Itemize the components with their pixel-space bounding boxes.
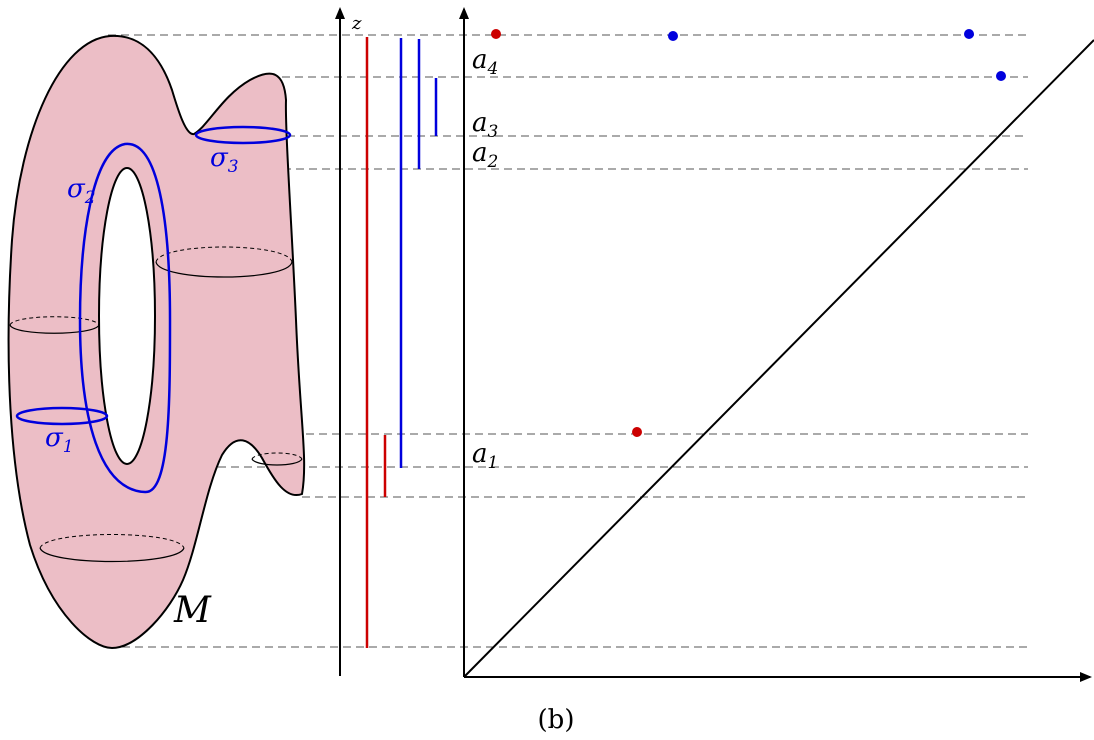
- point-blue-2: [964, 29, 974, 39]
- cross-section-right-lower-front: [251, 458, 303, 466]
- cross-section-left-mid-front: [9, 324, 100, 334]
- cross-section-right-lower: [251, 452, 303, 460]
- point-blue-1: [668, 31, 678, 41]
- figure-caption: (b): [538, 705, 575, 735]
- manifold-hole: [98, 167, 156, 465]
- point-blue-3: [996, 71, 1006, 81]
- level-label-a3: a3: [472, 108, 498, 142]
- level-label-a4: a4: [472, 45, 498, 79]
- sigma3-label: σ3: [210, 143, 239, 177]
- point-red-1: [491, 29, 501, 39]
- manifold-label: M: [173, 590, 212, 631]
- cross-section-left-mid: [9, 316, 100, 326]
- barcode: [365, 37, 438, 648]
- cross-section-right-upper-front: [155, 261, 293, 278]
- cross-section-bottom: [39, 534, 185, 549]
- persistence-points: [491, 29, 1006, 437]
- sigma2-label: σ2: [67, 174, 96, 208]
- diagonal-line: [463, 39, 1094, 678]
- sigma2-cycle: [78, 142, 172, 494]
- sigma1-cycle: [15, 406, 109, 426]
- level-label-a1: a1: [472, 439, 498, 473]
- point-red-2: [632, 427, 642, 437]
- cross-section-right-upper: [155, 246, 293, 263]
- level-lines: [108, 34, 1028, 648]
- persistence-axes: [459, 7, 1094, 682]
- cross-section-bottom-front: [39, 547, 185, 563]
- z-axis-label: z: [351, 13, 362, 34]
- level-label-a2: a2: [472, 138, 498, 172]
- z-axis: z: [335, 7, 362, 676]
- manifold-surface: [7, 34, 306, 650]
- sigma1-label: σ1: [45, 423, 74, 457]
- cycles: [15, 125, 292, 494]
- sigma3-cycle: [194, 125, 292, 145]
